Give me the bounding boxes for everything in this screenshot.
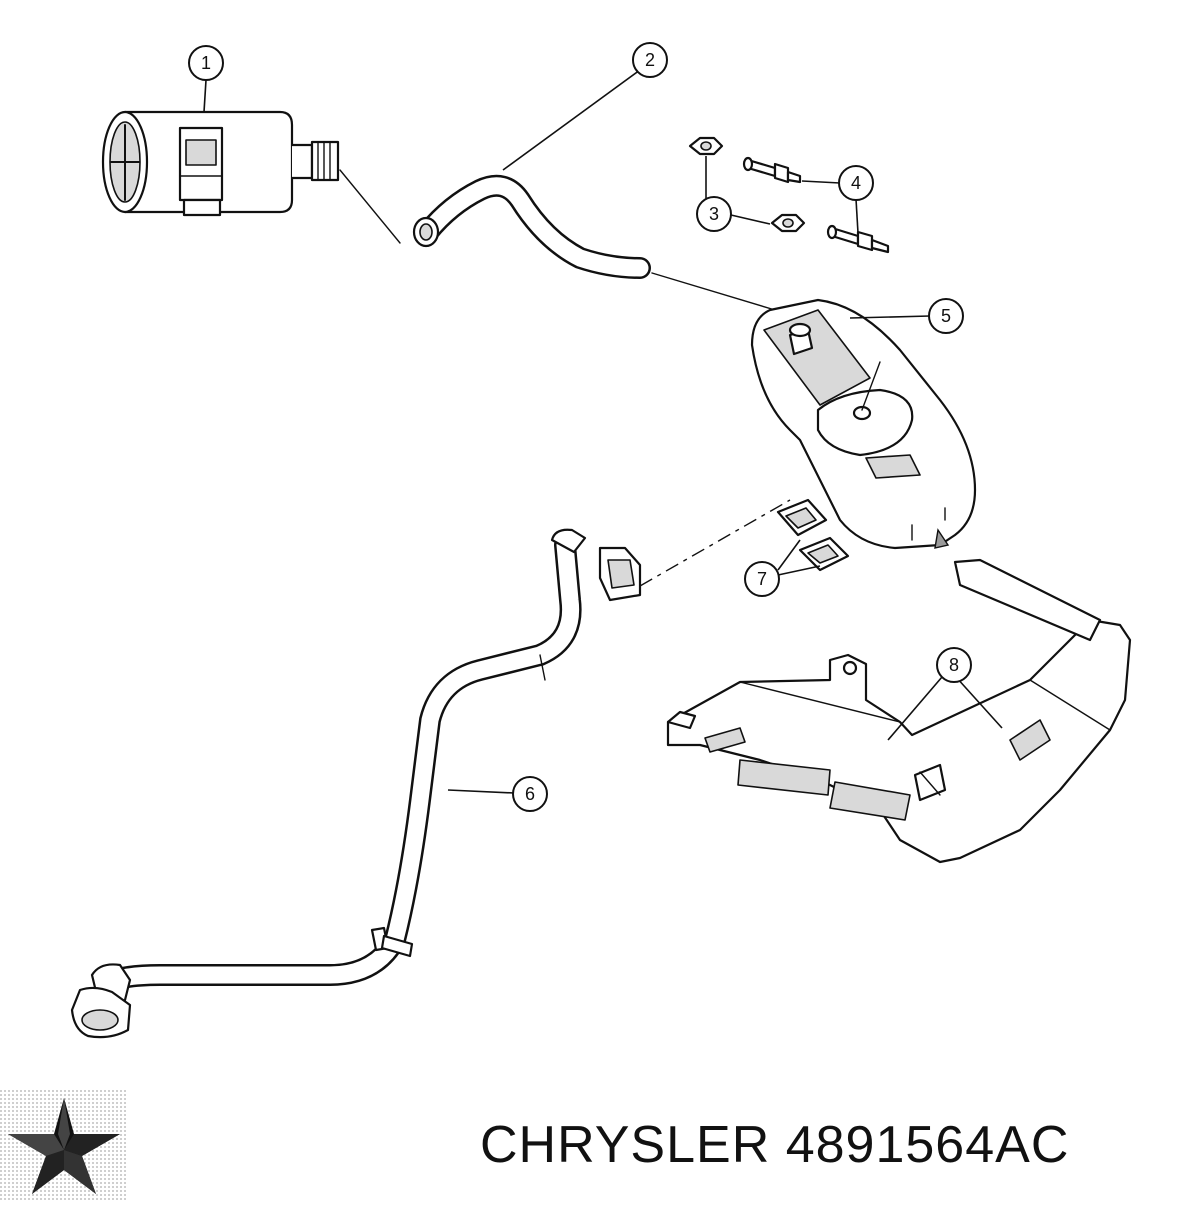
brand-part-label: CHRYSLER 4891564AC	[480, 1105, 1190, 1185]
callout-3-label: 3	[709, 204, 719, 224]
callout-8-label: 8	[949, 655, 959, 675]
part-1-canister	[101, 110, 340, 217]
part-number: 4891564AC	[785, 1116, 1070, 1174]
part-6-hose	[70, 528, 642, 1039]
callout-7: 7	[744, 561, 780, 597]
callout-1: 1	[188, 45, 224, 81]
callout-2-label: 2	[645, 50, 655, 70]
callout-5: 5	[928, 298, 964, 334]
callout-1-label: 1	[201, 53, 211, 73]
part-5-valve-housing	[750, 298, 977, 550]
part-3-nuts	[688, 136, 806, 233]
callout-6-label: 6	[525, 784, 535, 804]
callout-3: 3	[696, 196, 732, 232]
callout-2: 2	[632, 42, 668, 78]
chrysler-pentastar-icon	[0, 1090, 128, 1200]
brand-name: CHRYSLER	[480, 1116, 771, 1174]
part-4-studs	[742, 156, 890, 254]
part-8-bracket	[666, 558, 1132, 864]
callout-6: 6	[512, 776, 548, 812]
callout-8: 8	[936, 647, 972, 683]
callout-4-label: 4	[851, 173, 861, 193]
part-2-hose	[339, 169, 776, 311]
callout-4: 4	[838, 165, 874, 201]
part-7-clips	[776, 498, 850, 576]
callout-5-label: 5	[941, 306, 951, 326]
callout-7-label: 7	[757, 569, 767, 589]
